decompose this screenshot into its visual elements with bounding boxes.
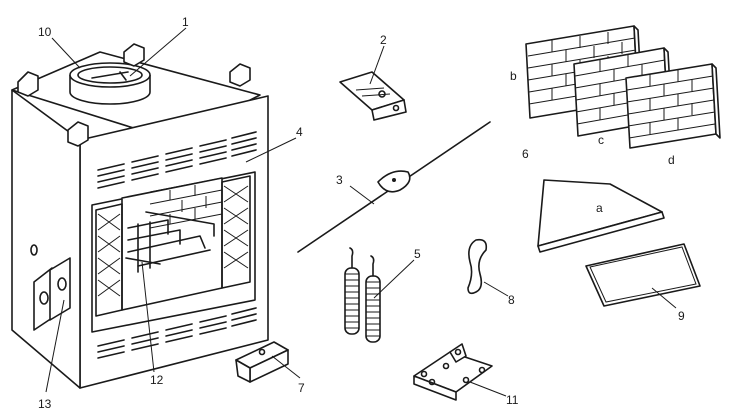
lower-louvers [97,307,257,359]
part-8-hook [467,238,488,295]
leader-lines [45,27,677,397]
callout-10: 10 [38,25,52,39]
sublabel-c: c [598,133,604,147]
firebox-brick-wall [149,177,223,229]
part-11-mounting-plate [413,343,493,401]
sublabel-d: d [668,153,675,167]
log-grate [125,211,215,273]
flue-collar [69,62,151,105]
part-3-rod [297,121,491,253]
callout-6: 6 [522,147,529,161]
sublabel-b: b [510,69,517,83]
callout-3: 3 [336,173,343,187]
callout-1: 1 [182,15,189,29]
callout-9: 9 [678,309,685,323]
callout-7: 7 [298,381,305,395]
callout-2: 2 [380,33,387,47]
right-refractory-panel [221,175,251,289]
part-2-bracket [339,71,407,121]
part-6d-brick-panel [625,63,721,149]
part-6a-hearth-slab [537,179,665,253]
firebox-unit [11,43,269,389]
electrical-knockouts [30,244,71,331]
callout-12: 12 [150,373,164,387]
callout-8: 8 [508,293,515,307]
standoff-clips [17,43,251,147]
callout-11: 11 [506,393,519,407]
callout-13: 13 [38,397,52,411]
part-9-screen [585,243,701,307]
callout-labels: 1 2 3 4 5 6 7 8 9 10 11 12 13 a b c d [38,15,685,411]
upper-louvers [97,131,257,189]
sublabel-a: a [596,201,603,215]
left-refractory-panel [95,203,123,317]
part-7-angle-bracket [235,341,289,383]
part-5-springs [344,247,381,343]
callout-5: 5 [414,247,421,261]
callout-4: 4 [296,125,303,139]
